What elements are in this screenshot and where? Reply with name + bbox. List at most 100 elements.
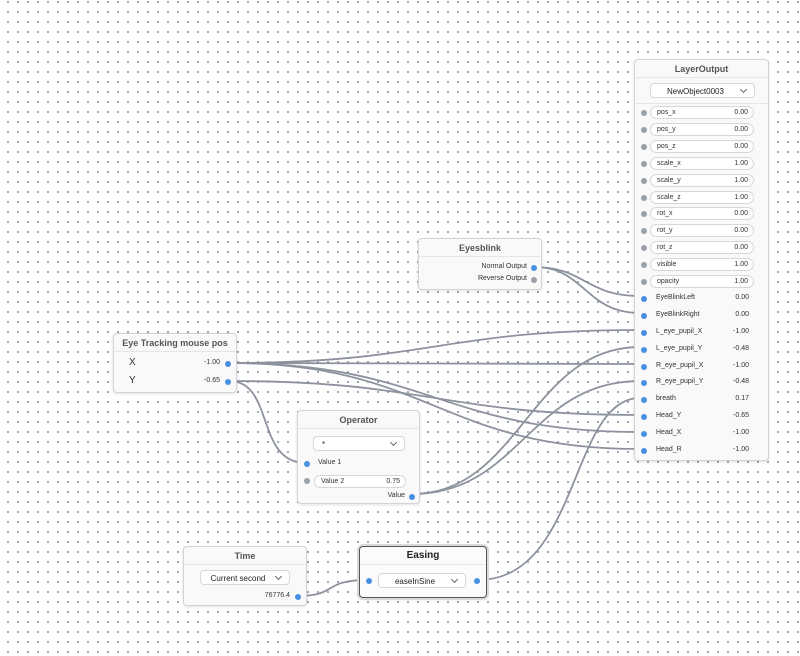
time-mode-value: Current second: [210, 574, 266, 583]
param-port[interactable]: [641, 228, 647, 235]
time-output-port[interactable]: [295, 594, 301, 600]
operator-node[interactable]: Operator * Value 1 Value 2 0.75 Value: [297, 410, 420, 504]
param-port[interactable]: [641, 160, 647, 167]
input-label: L_eye_pupil_X: [656, 327, 703, 335]
value1-port[interactable]: [304, 461, 310, 467]
easing-node[interactable]: Easing easeInSine: [359, 546, 487, 598]
input-label: EyeBlinkRight: [656, 310, 700, 318]
chevron-down-icon: [389, 438, 398, 447]
normal-output-port[interactable]: [531, 265, 537, 271]
input-value: -1.00: [733, 429, 749, 437]
param-port[interactable]: [641, 245, 647, 252]
input-port[interactable]: [641, 431, 647, 438]
value1-row: Value 1: [298, 456, 419, 473]
param-port[interactable]: [641, 194, 647, 201]
wire-time-easing: [297, 579, 369, 597]
param-port[interactable]: [641, 126, 647, 133]
param-port[interactable]: [641, 262, 647, 269]
time-node[interactable]: Time Current second 76776.4: [183, 546, 307, 606]
reverse-output-port[interactable]: [531, 277, 537, 283]
value2-label: Value 2: [321, 478, 345, 485]
easing-title: Easing: [406, 550, 440, 561]
input-row-L_eye_pupil_X: L_eye_pupil_X-1.00: [635, 324, 768, 341]
input-port[interactable]: [641, 346, 647, 353]
input-port[interactable]: [641, 329, 647, 336]
x-output-port[interactable]: [225, 361, 231, 367]
value2-value: 0.75: [386, 478, 400, 485]
input-value: 0.00: [735, 310, 749, 318]
eyesblink-node[interactable]: Eyesblink Normal Output Reverse Output: [418, 238, 542, 290]
param-label: pos_x: [657, 109, 676, 116]
wire-easing-breath: [477, 397, 641, 581]
wire-op-l-pupil-y: [411, 346, 641, 495]
eye-tracking-node[interactable]: Eye Tracking mouse pos X -1.00 Y -0.65: [113, 333, 237, 393]
input-port[interactable]: [641, 448, 647, 454]
wire-blink-right: [533, 266, 641, 314]
param-value: 0.00: [734, 244, 748, 252]
input-label: L_eye_pupil_Y: [656, 344, 703, 352]
chevron-down-icon: [450, 575, 459, 584]
param-port[interactable]: [641, 211, 647, 218]
input-label: R_eye_pupil_Y: [656, 378, 704, 386]
normal-output-row: Normal Output: [419, 260, 541, 277]
input-value: -1.00: [733, 361, 749, 369]
input-label: Head_X: [656, 429, 682, 437]
input-row-R_eye_pupil_Y: R_eye_pupil_Y -0.48: [635, 374, 768, 391]
input-row-Head_R: Head_R-1.00: [635, 442, 768, 459]
param-port[interactable]: [641, 110, 647, 116]
input-value: -0.65: [733, 412, 749, 420]
easing-output-port[interactable]: [474, 578, 480, 584]
value-output-port[interactable]: [409, 494, 415, 500]
param-label: scale_x: [657, 159, 681, 167]
eye-tracking-title: Eye Tracking mouse pos: [122, 338, 228, 348]
operator-select[interactable]: *: [313, 436, 405, 451]
param-label: pos_y: [657, 125, 676, 133]
easing-select[interactable]: easeInSine: [378, 573, 466, 588]
y-output-row: Y -0.65: [114, 374, 236, 391]
input-value: -0.48: [733, 378, 749, 386]
value2-field[interactable]: Value 2 0.75: [314, 475, 406, 488]
input-port[interactable]: [641, 312, 647, 319]
input-port[interactable]: [641, 295, 647, 302]
param-port[interactable]: [641, 279, 647, 285]
param-port[interactable]: [641, 177, 647, 184]
normal-output-label: Normal Output: [481, 263, 527, 270]
easing-input-port[interactable]: [366, 578, 372, 584]
param-label: pos_z: [657, 142, 676, 150]
x-output-row: X -1.00: [114, 356, 236, 373]
reverse-output-row: Reverse Output: [419, 274, 541, 291]
param-label: opacity: [657, 278, 680, 285]
param-value: 1.00: [734, 193, 748, 201]
input-port[interactable]: [641, 380, 647, 387]
eyesblink-title: Eyesblink: [458, 243, 502, 253]
input-port[interactable]: [641, 414, 647, 421]
object-select[interactable]: NewObject0003: [650, 83, 755, 98]
input-label: R_eye_pupil_X: [656, 361, 704, 369]
time-output-row: 76776.4: [184, 589, 306, 606]
time-mode-select[interactable]: Current second: [200, 570, 290, 585]
input-port[interactable]: [641, 363, 647, 370]
input-port[interactable]: [641, 397, 647, 404]
value2-port[interactable]: [304, 478, 310, 484]
param-port[interactable]: [641, 143, 647, 150]
time-output-value: 76776.4: [264, 592, 290, 599]
y-output-port[interactable]: [225, 379, 231, 385]
